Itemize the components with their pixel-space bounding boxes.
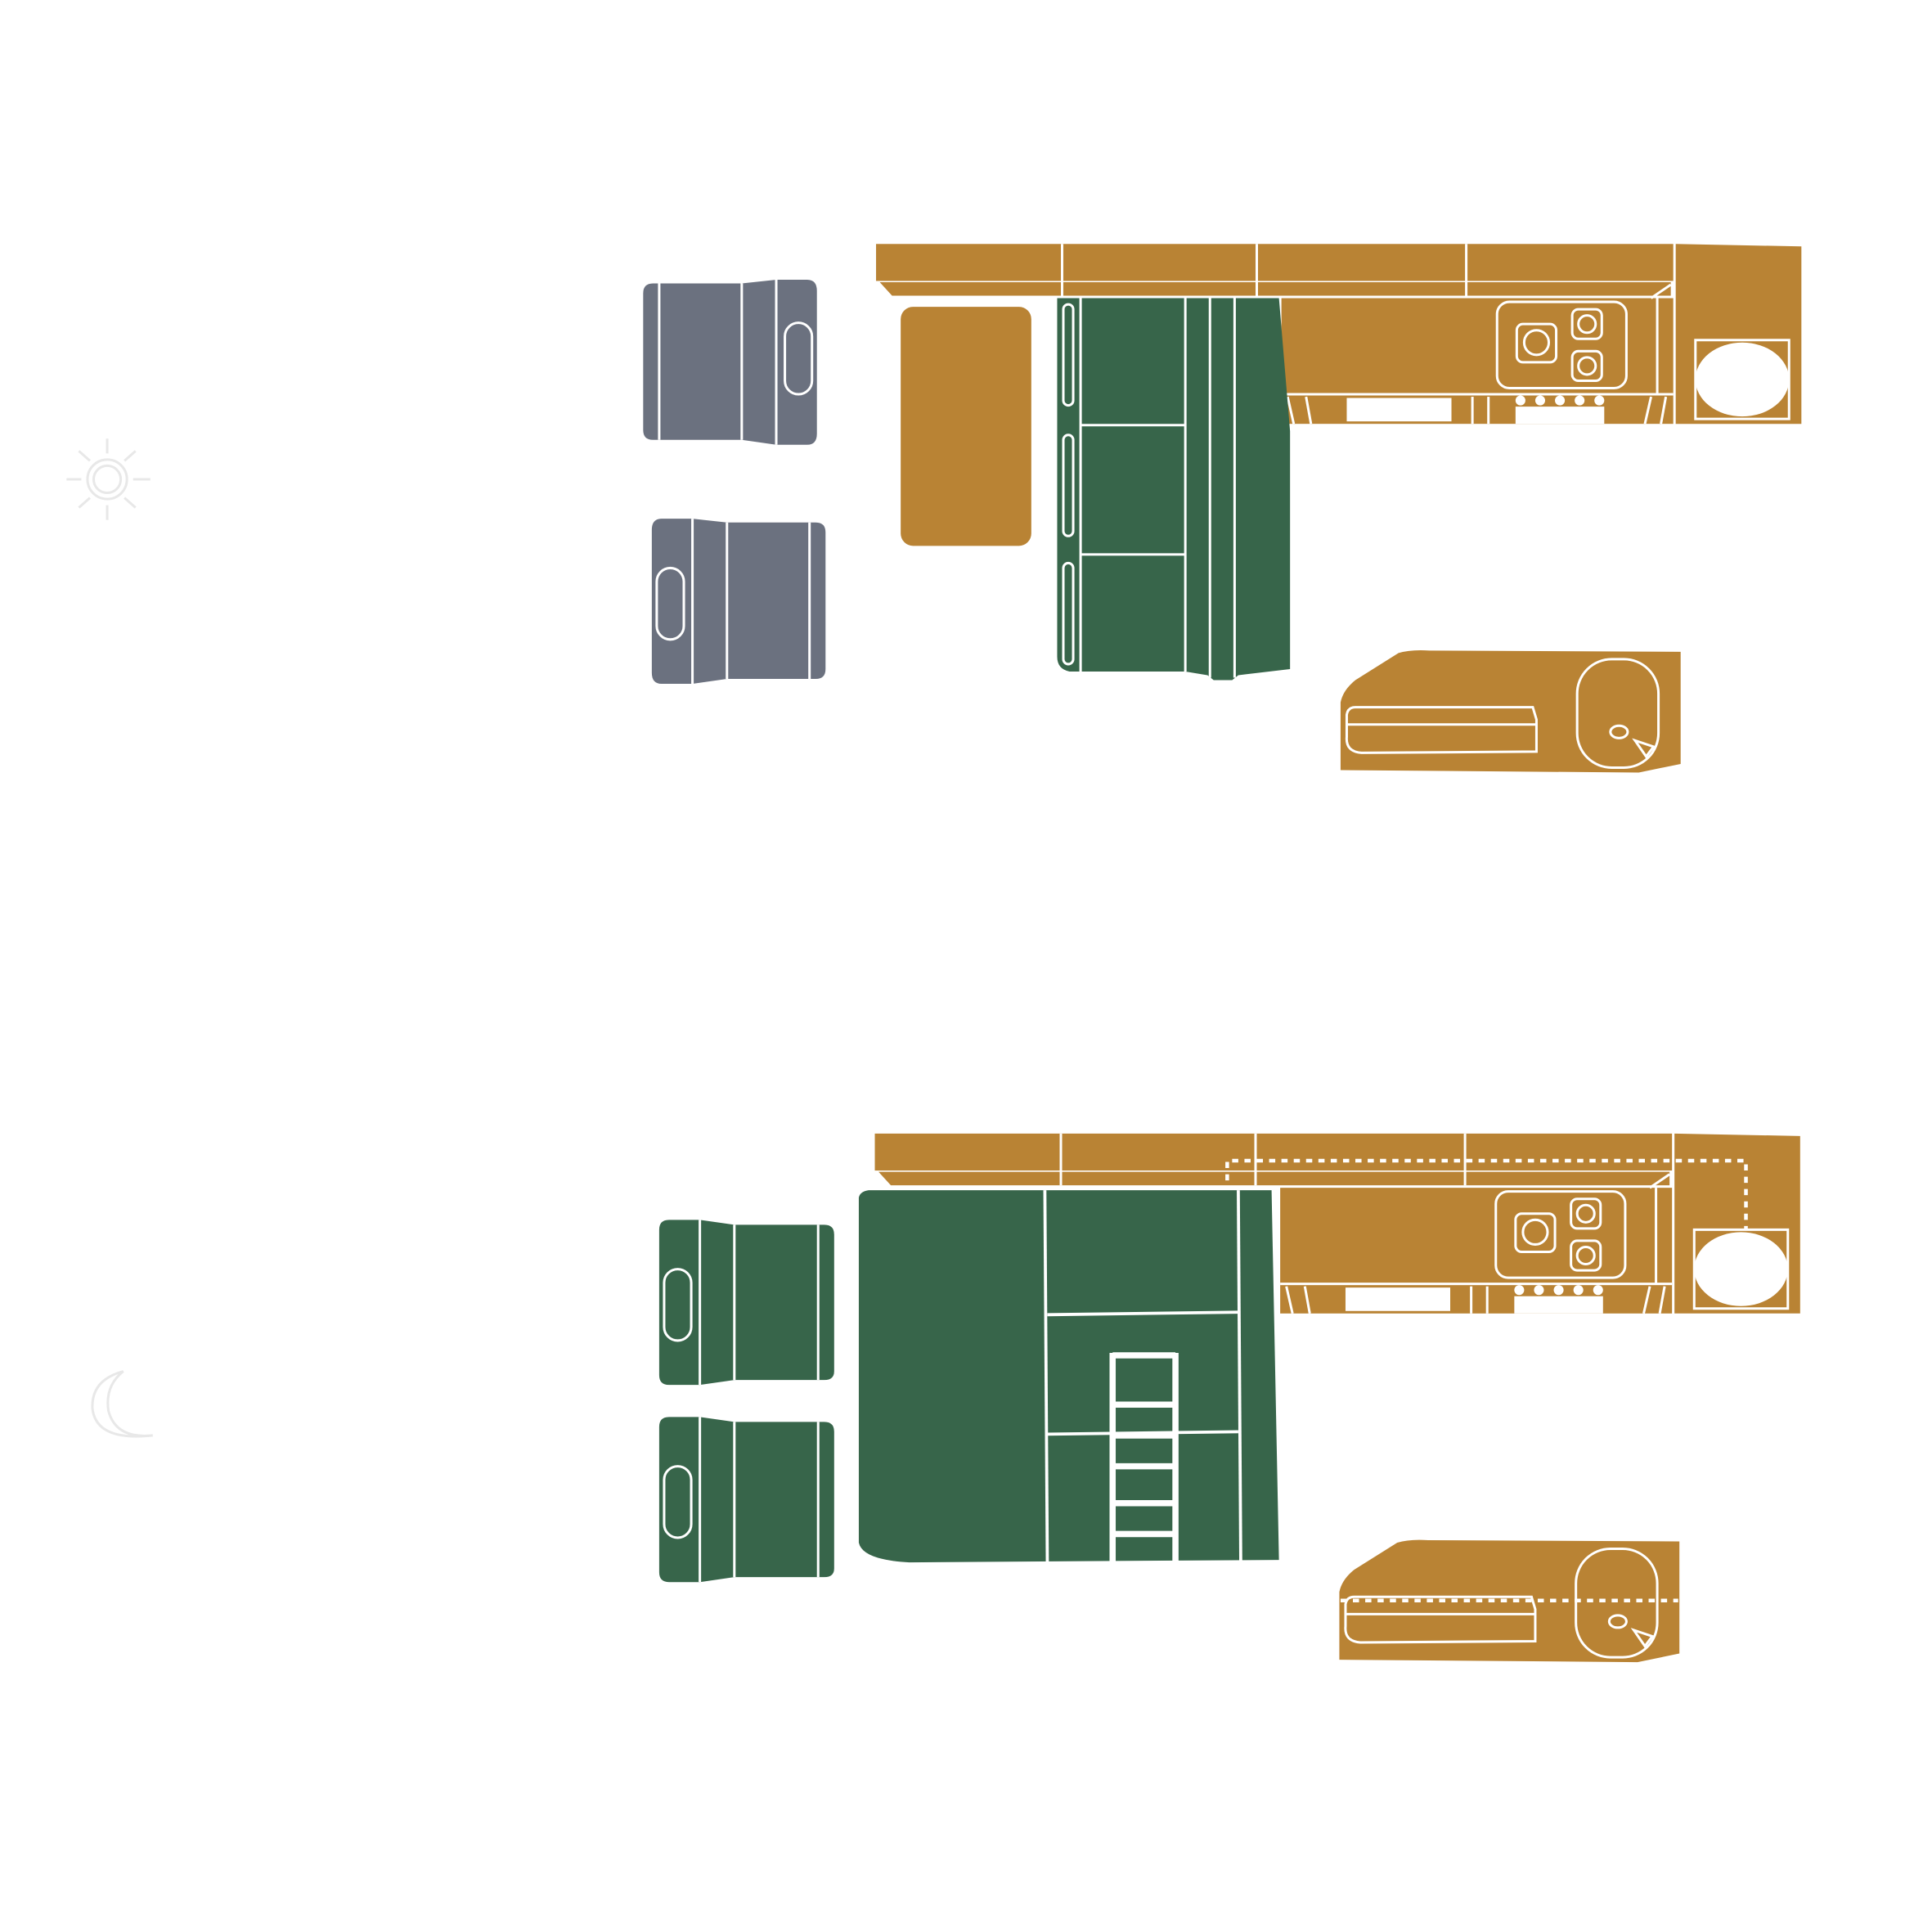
bed-extended bbox=[858, 1190, 1279, 1563]
folded-bed bbox=[1057, 298, 1291, 681]
front-seat-driver-night bbox=[658, 1220, 834, 1386]
day-layout bbox=[66, 242, 1803, 775]
night-layout bbox=[91, 1132, 1802, 1664]
front-seat-driver bbox=[643, 279, 817, 445]
sun-icon bbox=[66, 438, 151, 520]
front-seat-passenger bbox=[651, 519, 826, 685]
front-seat-passenger-night bbox=[658, 1417, 834, 1583]
moon-icon bbox=[91, 1370, 153, 1438]
ladder bbox=[1109, 1352, 1179, 1563]
dining-table bbox=[901, 307, 1031, 546]
